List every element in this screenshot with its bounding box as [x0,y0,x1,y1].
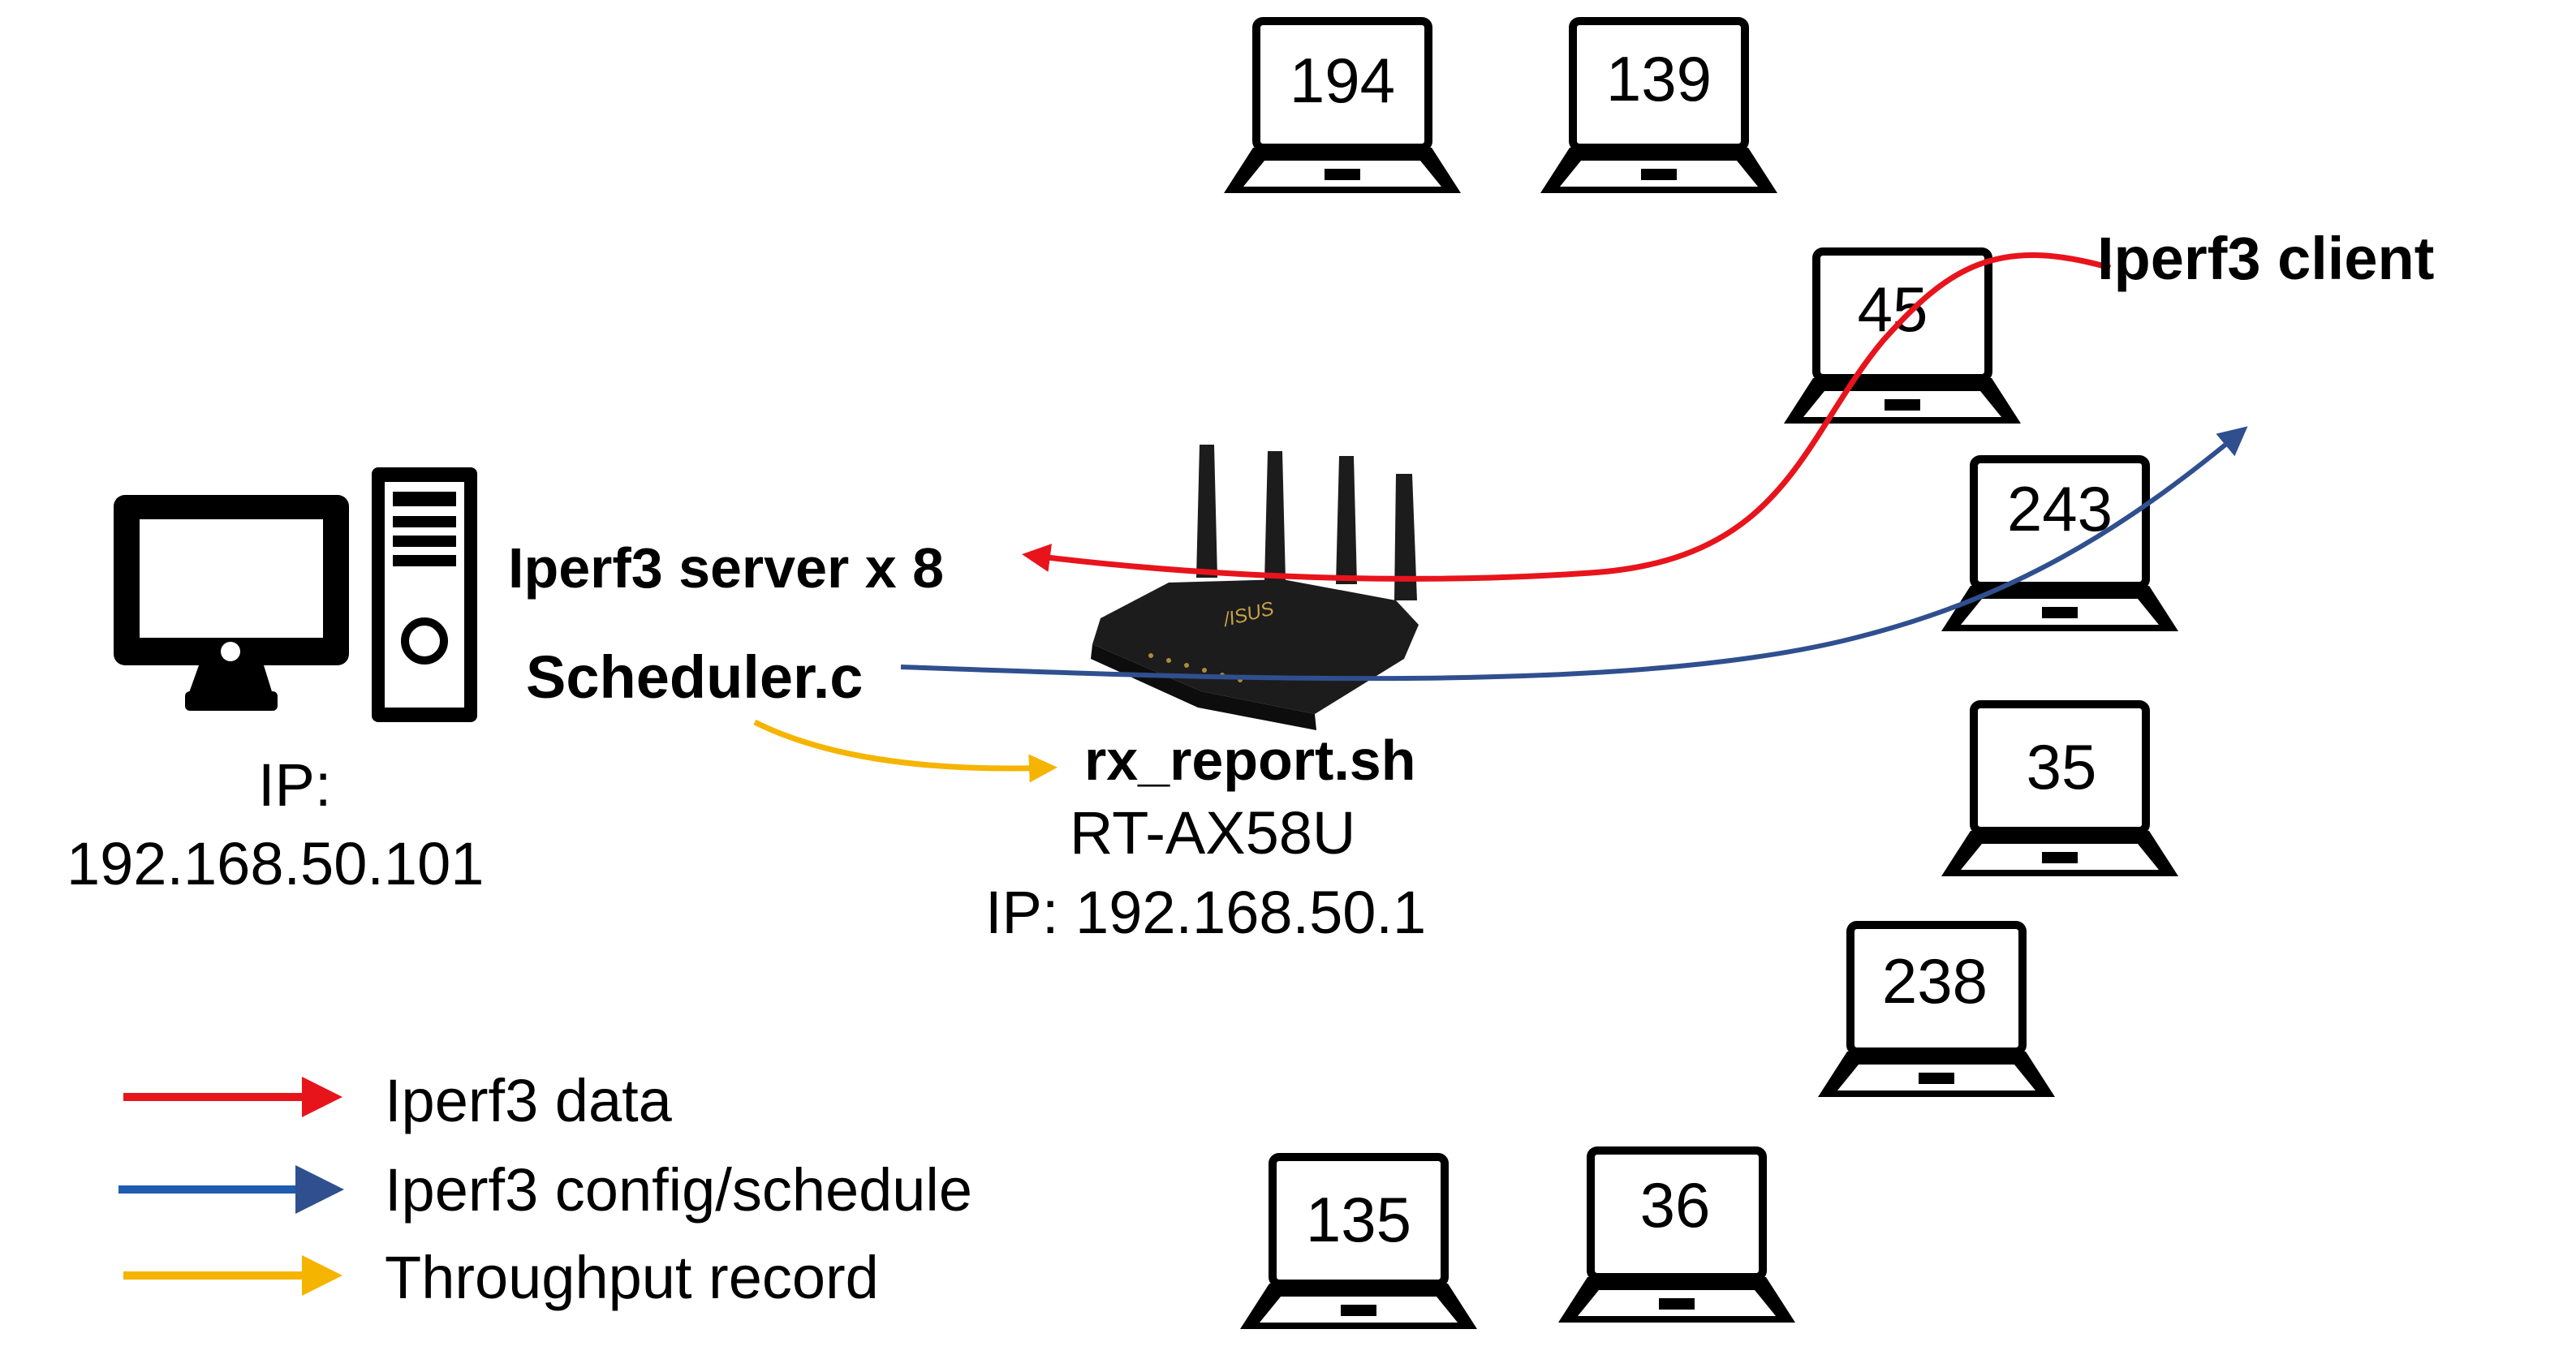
laptop-label: 194 [1290,45,1395,116]
laptop-139: 139 [1540,21,1777,193]
desktop-tower-icon [372,467,477,722]
laptop-35: 35 [1941,704,2178,876]
workstation-ip-value: 192.168.50.101 [67,830,485,897]
laptop-45: 45 [1784,252,2021,424]
router-model-label: RT-AX58U [1070,799,1356,867]
router-icon: /ISUS [1091,445,1419,730]
legend-label-record: Throughput record [385,1244,879,1311]
laptop-label: 135 [1306,1184,1411,1255]
laptop-243: 243 [1941,459,2178,631]
laptop-label: 139 [1606,43,1712,114]
iperf3-server-label: Iperf3 server x 8 [508,536,945,600]
laptop-135: 135 [1240,1157,1477,1329]
legend-label-data: Iperf3 data [385,1067,672,1134]
legend-label-config: Iperf3 config/schedule [385,1156,973,1224]
router-ip-label: IP: 192.168.50.1 [985,879,1427,946]
laptop-label: 243 [2007,473,2113,544]
workstation-ip-label: IP: [258,751,332,819]
laptop-238: 238 [1818,925,2055,1097]
iperf3-data-arrow [1022,252,2111,582]
laptop-label: 36 [1640,1169,1711,1241]
rx-report-label: rx_report.sh [1084,729,1416,792]
iperf3-config-arrow [900,426,2248,682]
iperf3-client-label: Iperf3 client [2097,225,2435,292]
laptop-36: 36 [1558,1151,1795,1323]
desktop-monitor-icon [114,495,349,711]
scheduler-label: Scheduler.c [526,643,864,711]
throughput-record-arrow [753,719,1058,783]
legend [118,1077,344,1296]
laptop-194: 194 [1224,21,1461,193]
laptop-label: 35 [2027,731,2097,802]
laptop-label: 238 [1882,945,1988,1017]
